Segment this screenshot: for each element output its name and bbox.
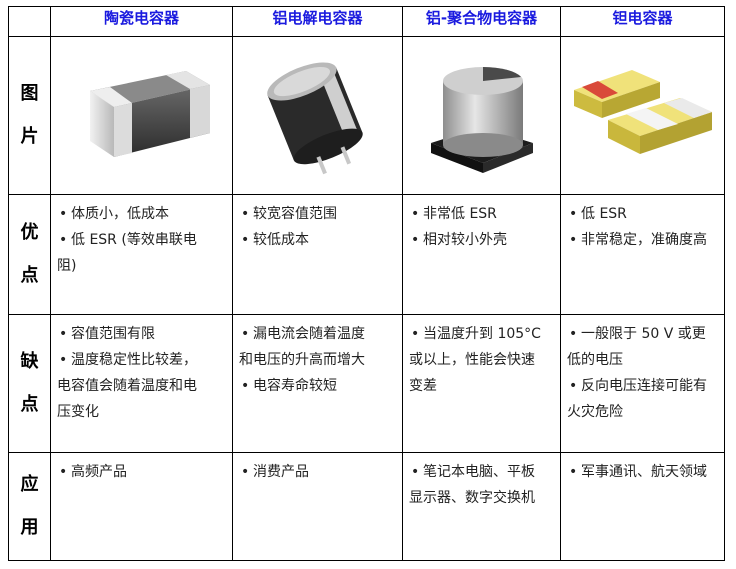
list-item: 漏电流会随着温度 — [239, 321, 398, 347]
pros-tantalum: 低 ESR非常稳定，准确度高 — [560, 194, 725, 315]
list-item: 容值范围有限 — [57, 321, 228, 347]
bullet-list: 漏电流会随着温度和电压的升高而增大电容寿命较短 — [239, 321, 398, 399]
header-ceramic: 陶瓷电容器 — [50, 6, 233, 37]
list-item: 和电压的升高而增大 — [239, 352, 365, 368]
header-row: 陶瓷电容器 铝电解电容器 铝-聚合物电容器 钽电容器 — [8, 6, 725, 37]
header-aluminum-electrolytic: 铝电解电容器 — [232, 6, 403, 37]
row-label-image: 图 片 — [8, 36, 51, 195]
list-item: 低 ESR — [567, 201, 720, 227]
image-row: 图 片 — [8, 36, 725, 195]
row-label-char: 应 — [20, 473, 39, 495]
tantalum-capacitor-image — [573, 69, 712, 154]
capacitor-comparison-table: 陶瓷电容器 铝电解电容器 铝-聚合物电容器 钽电容器 图 片 — [8, 6, 725, 561]
pros-aluminum-electrolytic: 较宽容值范围较低成本 — [232, 194, 403, 315]
list-item: 温度稳定性比较差， — [57, 347, 228, 373]
list-item: 非常稳定，准确度高 — [567, 227, 720, 253]
ceramic-capacitor-image — [89, 70, 210, 157]
header-tantalum: 钽电容器 — [560, 6, 725, 37]
cons-tantalum: 一般限于 50 V 或更低的电压反向电压连接可能有火灾危险 — [560, 314, 725, 453]
bullet-list: 一般限于 50 V 或更低的电压反向电压连接可能有火灾危险 — [567, 321, 720, 425]
bullet-list: 军事通讯、航天领域 — [567, 459, 720, 485]
apps-aluminum-electrolytic: 消费产品 — [232, 452, 403, 561]
image-aluminum-electrolytic — [232, 36, 403, 195]
list-item: 较低成本 — [239, 227, 398, 253]
bullet-list: 高频产品 — [57, 459, 228, 485]
image-aluminum-polymer — [402, 36, 561, 195]
polymer-capacitor-image — [430, 66, 533, 173]
list-item: 变差 — [409, 378, 437, 394]
list-item: 反向电压连接可能有 — [567, 373, 720, 399]
list-item: 火灾危险 — [567, 404, 623, 420]
bullet-list: 较宽容值范围较低成本 — [239, 201, 398, 253]
row-label-apps: 应 用 — [8, 452, 51, 561]
bullet-list: 非常低 ESR相对较小外壳 — [409, 201, 556, 253]
list-item: 阻) — [57, 258, 77, 274]
list-item: 相对较小外壳 — [409, 227, 556, 253]
row-label-char: 缺 — [20, 350, 39, 372]
image-tantalum — [560, 36, 725, 195]
list-item: 非常低 ESR — [409, 201, 556, 227]
list-item: 军事通讯、航天领域 — [567, 459, 720, 485]
list-item: 较宽容值范围 — [239, 201, 398, 227]
pros-aluminum-polymer: 非常低 ESR相对较小外壳 — [402, 194, 561, 315]
image-ceramic — [50, 36, 233, 195]
bullet-list: 消费产品 — [239, 459, 398, 485]
row-label-pros: 优 点 — [8, 194, 51, 315]
list-item: 压变化 — [57, 404, 99, 420]
list-item: 高频产品 — [57, 459, 228, 485]
apps-ceramic: 高频产品 — [50, 452, 233, 561]
row-label-cons: 缺 点 — [8, 314, 51, 453]
row-label-char: 优 — [20, 221, 39, 243]
electrolytic-capacitor-image — [266, 62, 363, 174]
list-item: 低的电压 — [567, 352, 623, 368]
cons-aluminum-electrolytic: 漏电流会随着温度和电压的升高而增大电容寿命较短 — [232, 314, 403, 453]
row-label-char: 片 — [20, 125, 39, 147]
row-label-char: 用 — [20, 516, 39, 538]
bullet-list: 低 ESR非常稳定，准确度高 — [567, 201, 720, 253]
apps-tantalum: 军事通讯、航天领域 — [560, 452, 725, 561]
list-item: 电容值会随着温度和电 — [57, 378, 197, 394]
list-item: 显示器、数字交换机 — [409, 490, 535, 506]
corner-cell — [8, 6, 51, 37]
list-item: 笔记本电脑、平板 — [409, 459, 556, 485]
header-aluminum-polymer: 铝-聚合物电容器 — [402, 6, 561, 37]
row-label-char: 图 — [20, 82, 39, 104]
row-label-char: 点 — [20, 264, 39, 286]
list-item: 一般限于 50 V 或更 — [567, 321, 720, 347]
list-item: 消费产品 — [239, 459, 398, 485]
list-item: 电容寿命较短 — [239, 373, 398, 399]
row-label-char: 点 — [20, 393, 39, 415]
list-item: 或以上，性能会快速 — [409, 352, 535, 368]
list-item: 当温度升到 105°C — [409, 321, 556, 347]
list-item: 低 ESR (等效串联电 — [57, 227, 228, 253]
list-item: 体质小，低成本 — [57, 201, 228, 227]
